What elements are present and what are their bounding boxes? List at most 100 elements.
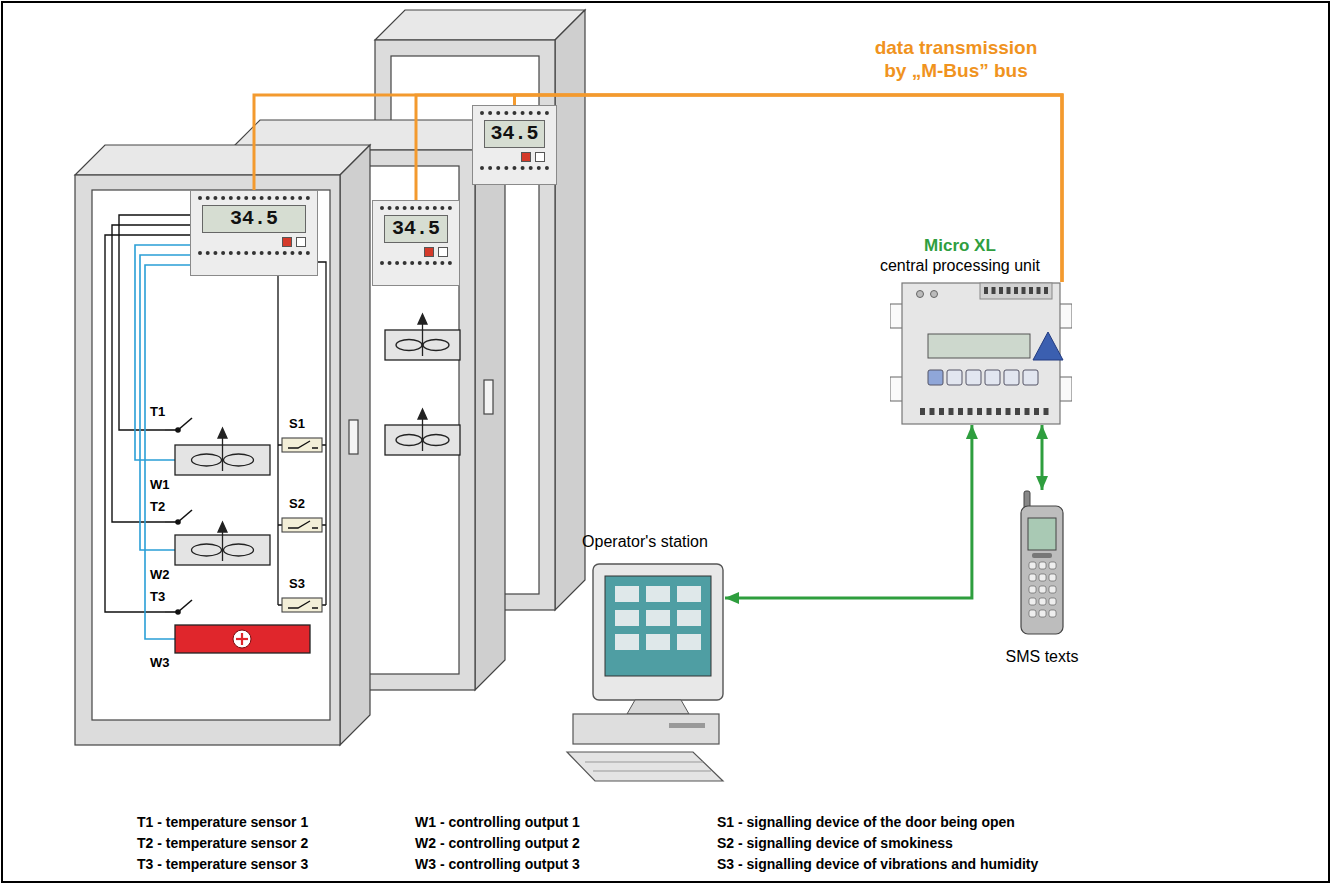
- component-tag: S1: [289, 416, 305, 431]
- key-entry: W3 - controlling output 3: [415, 855, 580, 873]
- line-shape: [593, 771, 711, 772]
- central-unit: Micro XLcentral processing unit: [890, 282, 1072, 425]
- rect-shape: [1029, 562, 1036, 569]
- terminal-strip: [380, 206, 452, 210]
- display-reading: 34.5: [207, 207, 301, 231]
- rect-shape: [677, 586, 701, 602]
- svg-shape: [1018, 490, 1066, 635]
- rect-shape: [1049, 562, 1056, 569]
- key-entry: W1 - controlling output 1: [415, 813, 580, 831]
- signalling-contacts: [282, 438, 322, 612]
- rect-shape: [968, 408, 973, 415]
- indicator-row: [384, 247, 448, 257]
- rect-shape: [615, 634, 639, 650]
- key-entry: T3 - temperature sensor 3: [137, 855, 308, 873]
- lcd-display: 34.5: [484, 120, 545, 148]
- rect-shape: [992, 287, 996, 294]
- rect-shape: [1044, 287, 1048, 294]
- rect-shape: [1006, 408, 1011, 415]
- device-name: Micro XL: [880, 235, 1040, 256]
- display-reading: 34.5: [389, 217, 443, 241]
- rect-shape: [1039, 598, 1046, 605]
- circle-shape: [917, 291, 924, 298]
- terminal-strip: [480, 166, 549, 170]
- display-reading: 34.5: [489, 122, 540, 146]
- rect-shape: [1049, 598, 1056, 605]
- rect-shape: [996, 408, 1001, 415]
- line-shape: [585, 762, 703, 763]
- outside-caption: Operator's station: [582, 532, 708, 552]
- ellipse-shape: [396, 340, 422, 351]
- terminal-strip: [198, 251, 310, 255]
- ellipse-shape: [224, 544, 254, 556]
- indicator-led: [438, 247, 448, 257]
- lcd-display: 34.5: [202, 205, 306, 233]
- circle-shape: [176, 610, 180, 614]
- rect-shape: [1049, 610, 1056, 617]
- rect-shape: [949, 408, 954, 415]
- rect-shape: [1015, 408, 1020, 415]
- rect-shape: [646, 586, 670, 602]
- polyline-shape: [140, 255, 190, 550]
- rect-shape: [92, 190, 330, 720]
- device-label: SMS texts: [1006, 647, 1079, 667]
- indicator-row: [484, 152, 545, 162]
- indicator-led: [535, 152, 545, 162]
- rect-shape: [947, 370, 962, 385]
- cabinet-two-fans: [385, 314, 460, 455]
- polygon-shape: [218, 428, 227, 438]
- polygon-shape: [418, 409, 427, 419]
- line-shape: [422, 415, 423, 451]
- rect-shape: [930, 408, 935, 415]
- rect-shape: [646, 634, 670, 650]
- ellipse-shape: [423, 435, 449, 446]
- rect-shape: [987, 408, 992, 415]
- rect-shape: [1039, 586, 1046, 593]
- component-tag: T2: [150, 499, 165, 514]
- rect-shape: [966, 370, 981, 385]
- indicator-led: [424, 247, 434, 257]
- rect-shape: [1004, 370, 1019, 385]
- polygon-shape: [475, 120, 505, 690]
- rect-shape: [1023, 370, 1038, 385]
- key-entry: W2 - controlling output 2: [415, 834, 580, 852]
- component-tag: W2: [150, 567, 170, 582]
- rect-shape: [1032, 553, 1052, 558]
- cabinet-one: [75, 145, 370, 745]
- lcd-display: 34.5: [384, 215, 448, 243]
- rect-shape: [920, 408, 925, 415]
- circle-shape: [176, 428, 180, 432]
- component-tag: S3: [289, 576, 305, 591]
- rect-shape: [1044, 408, 1049, 415]
- ellipse-shape: [396, 435, 422, 446]
- key-entry: T1 - temperature sensor 1: [137, 813, 308, 831]
- rect-shape: [1029, 574, 1036, 581]
- polygon-shape: [627, 700, 689, 714]
- polyline-shape: [119, 215, 190, 430]
- operator-computer: Operator's station: [565, 560, 725, 785]
- rect-shape: [175, 625, 310, 653]
- component-tag: T1: [150, 404, 165, 419]
- rect-shape: [939, 408, 944, 415]
- indicator-led: [521, 152, 531, 162]
- line-shape: [422, 320, 423, 356]
- key-entry: T2 - temperature sensor 2: [137, 834, 308, 852]
- polygon-shape: [340, 145, 370, 745]
- rect-shape: [985, 370, 1000, 385]
- svg-shape: [890, 282, 1072, 425]
- polygon-shape: [1033, 332, 1063, 360]
- polygon-shape: [567, 752, 723, 781]
- rect-shape: [349, 420, 358, 454]
- ellipse-shape: [423, 340, 449, 351]
- polygon-shape: [75, 145, 370, 175]
- terminal-strip: [480, 111, 549, 115]
- rect-shape: [1029, 598, 1036, 605]
- polygon-shape: [418, 314, 427, 324]
- rect-shape: [1022, 287, 1026, 294]
- rect-shape: [615, 610, 639, 626]
- polygon-shape: [218, 522, 227, 532]
- rect-shape: [980, 283, 1052, 299]
- device-label: Operator's station: [582, 532, 708, 552]
